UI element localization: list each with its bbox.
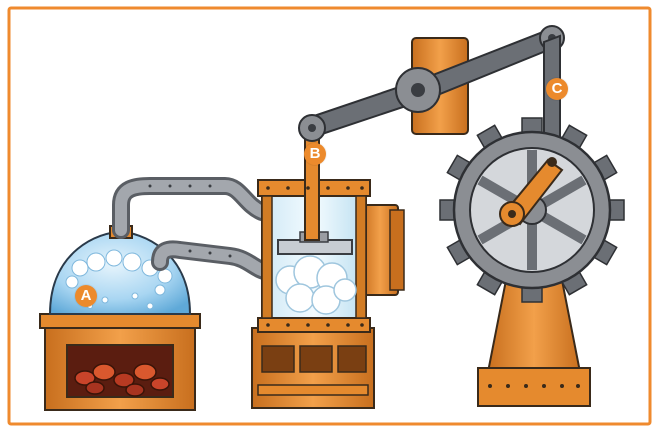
boiler-rim xyxy=(40,314,200,328)
label-b-marker: B xyxy=(304,143,326,165)
label-a-marker: A xyxy=(75,285,97,307)
label-c-marker: C xyxy=(546,78,568,100)
